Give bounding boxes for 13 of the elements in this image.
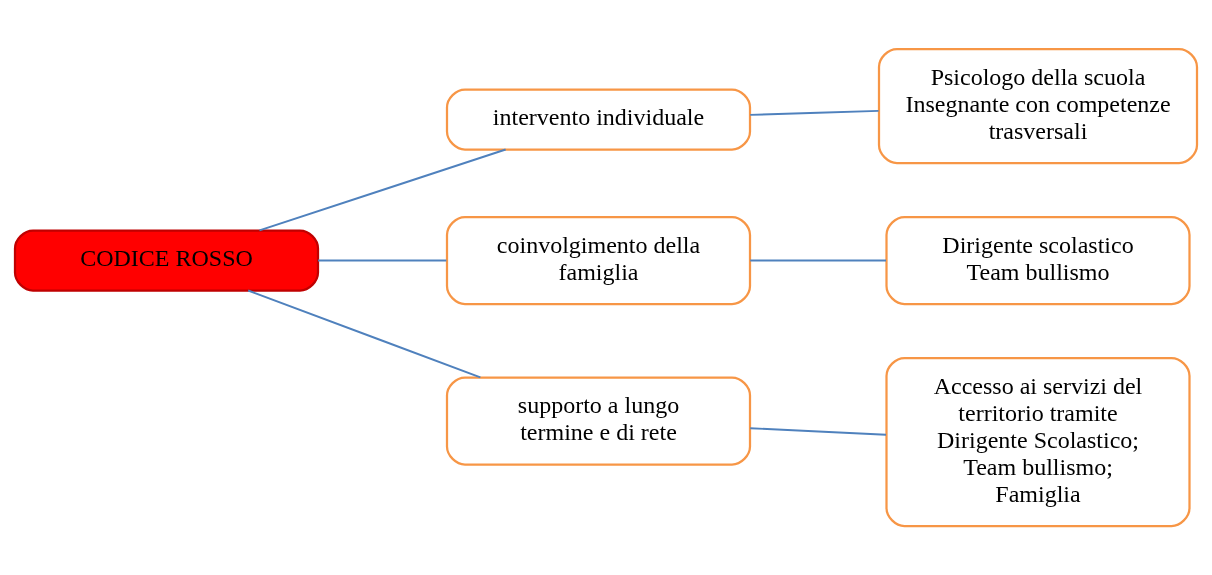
- node-box: Psicologo della scuola Insegnante con competenze trasversali: [877, 47, 1199, 165]
- connector: [317, 259, 448, 262]
- connector: [749, 427, 887, 436]
- connector: [247, 289, 482, 379]
- node-box: Accesso ai servizi del territorio tramite Dirigente Scolastico; Team bullismo; Famiglia: [885, 356, 1191, 528]
- node-box: coinvolgimento della famiglia: [445, 215, 752, 306]
- node-box: intervento individuale: [445, 88, 752, 151]
- connector: [749, 259, 887, 262]
- connector: [749, 109, 880, 116]
- node-box: CODICE ROSSO: [13, 229, 320, 292]
- connector: [258, 148, 507, 232]
- node-box: Dirigente scolastico Team bullismo: [885, 215, 1191, 306]
- node-box: supporto a lungo termine e di rete: [445, 376, 752, 466]
